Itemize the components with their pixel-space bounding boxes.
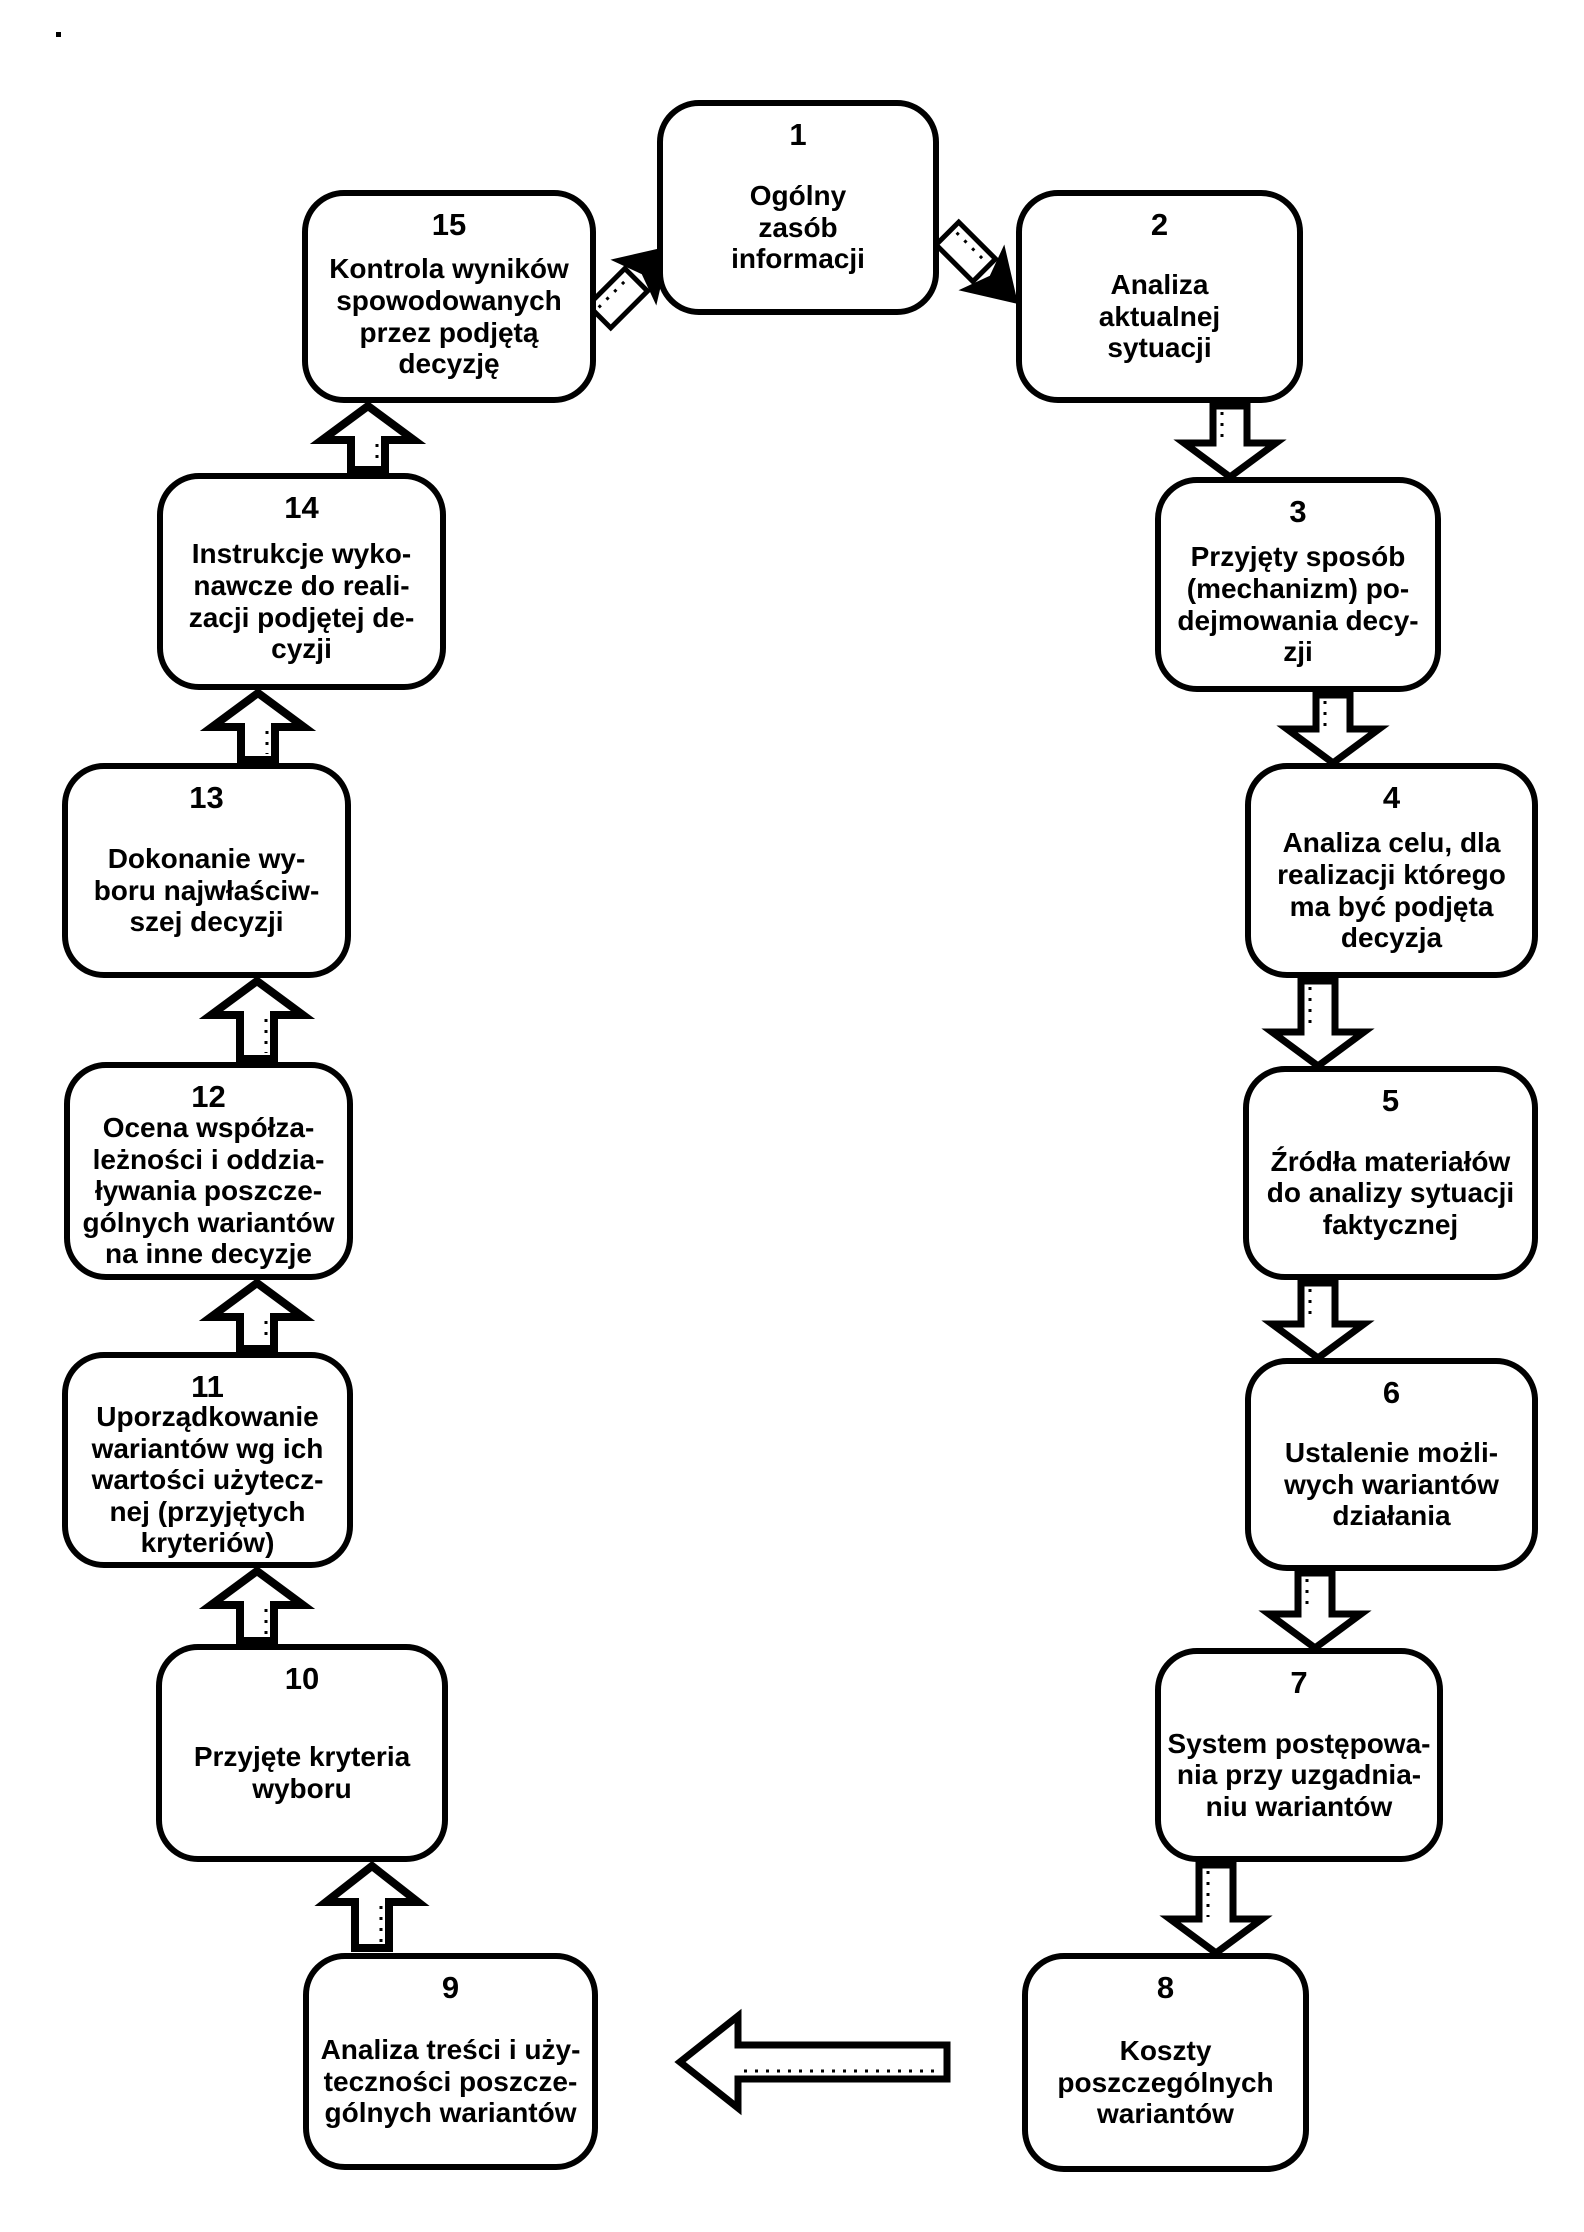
arrow-13-14-up-icon (199, 688, 317, 764)
flow-box-12: 12 Ocena współza- leżności i oddzia- ływ… (64, 1062, 353, 1280)
flow-box-2: 2 Analiza aktualnej sytuacji (1016, 190, 1303, 403)
box-label: Źródła materiałów do analizy sytuacji fa… (1266, 1145, 1515, 1240)
box-label: Dokonanie wy- boru najwłaściw- szej decy… (93, 843, 320, 938)
box-number: 11 (191, 1369, 224, 1404)
flow-box-5: 5 Źródła materiałów do analizy sytuacji … (1243, 1066, 1538, 1280)
box-label: System postępowa- nia przy uzgadnia- niu… (1167, 1727, 1431, 1822)
flow-box-7: 7 System postępowa- nia przy uzgadnia- n… (1155, 1648, 1443, 1862)
box-number: 14 (284, 490, 319, 525)
arrow-3-4-down-icon (1276, 691, 1390, 768)
flow-box-8: 8 Koszty poszczególnych wariantów (1022, 1953, 1309, 2172)
flow-box-13: 13 Dokonanie wy- boru najwłaściw- szej d… (62, 763, 351, 978)
box-number: 8 (1156, 1970, 1175, 2005)
flow-box-11: 11 Uporządkowanie wariantów wg ich warto… (62, 1352, 353, 1568)
arrow-6-7-down-icon (1258, 1569, 1372, 1653)
arrow-7-8-down-icon (1159, 1861, 1273, 1958)
flow-box-9: 9 Analiza treści i uży- teczności poszcz… (303, 1953, 598, 2170)
box-label: Uporządkowanie wariantów wg ich wartości… (91, 1400, 324, 1559)
box-number: 7 (1290, 1665, 1308, 1700)
flow-box-10: 10 Przyjęte kryteria wyboru (156, 1644, 448, 1862)
flow-box-6: 6 Ustalenie możli- wych wariantów działa… (1245, 1358, 1538, 1571)
arrow-5-6-down-icon (1261, 1279, 1375, 1363)
arrow-12-13-up-icon (198, 976, 316, 1063)
arrow-1-2-icon (932, 218, 1019, 305)
box-number: 12 (191, 1079, 226, 1114)
box-number: 2 (1150, 207, 1169, 242)
box-number: 4 (1382, 780, 1401, 815)
arrow-8-9-left-icon (674, 2008, 951, 2116)
arrow-9-10-up-icon (314, 1860, 430, 1952)
arrow-11-12-up-icon (198, 1278, 316, 1353)
box-number: 13 (189, 780, 224, 815)
box-number: 3 (1289, 494, 1307, 529)
box-label: Ogólny zasób informacji (731, 180, 865, 275)
box-label: Koszty poszczególnych wariantów (1057, 2035, 1274, 2130)
box-number: 15 (431, 207, 467, 242)
flow-box-15: 15 Kontrola wyników spowodowanych przez … (302, 190, 596, 403)
scan-speck (56, 32, 61, 37)
box-label: Przyjęty sposób (mechanizm) po- dejmowan… (1177, 541, 1419, 668)
box-number: 9 (441, 1970, 460, 2005)
box-label: Analiza treści i uży- teczności poszcze-… (320, 2034, 581, 2129)
box-label: Ustalenie możli- wych wariantów działani… (1284, 1437, 1499, 1532)
box-label: Instrukcje wyko- nawcze do reali- zacji … (188, 538, 415, 665)
flow-box-14: 14 Instrukcje wyko- nawcze do reali- zac… (157, 473, 446, 690)
arrow-10-11-up-icon (198, 1566, 316, 1645)
box-label: Ocena współza- leżności i oddzia- ływani… (82, 1111, 335, 1270)
box-label: Analiza celu, dla realizacji którego ma … (1277, 827, 1506, 954)
arrow-2-3-down-icon (1173, 402, 1287, 482)
box-number: 6 (1382, 1375, 1401, 1410)
box-label: Przyjęte kryteria wyboru (193, 1741, 411, 1804)
flow-box-3: 3 Przyjęty sposób (mechanizm) po- dejmow… (1155, 477, 1441, 692)
box-label: Analiza aktualnej sytuacji (1098, 269, 1221, 364)
flow-box-1: 1 Ogólny zasób informacji (657, 100, 939, 315)
box-number: 10 (284, 1661, 320, 1696)
arrow-15-1-icon (584, 245, 671, 332)
box-number: 1 (789, 117, 807, 152)
box-number: 5 (1381, 1083, 1400, 1118)
box-label: Kontrola wyników spowodowanych przez pod… (329, 253, 569, 380)
flow-box-4: 4 Analiza celu, dla realizacji którego m… (1245, 763, 1538, 978)
arrow-14-15-up-icon (309, 401, 427, 474)
arrow-4-5-down-icon (1261, 977, 1375, 1071)
